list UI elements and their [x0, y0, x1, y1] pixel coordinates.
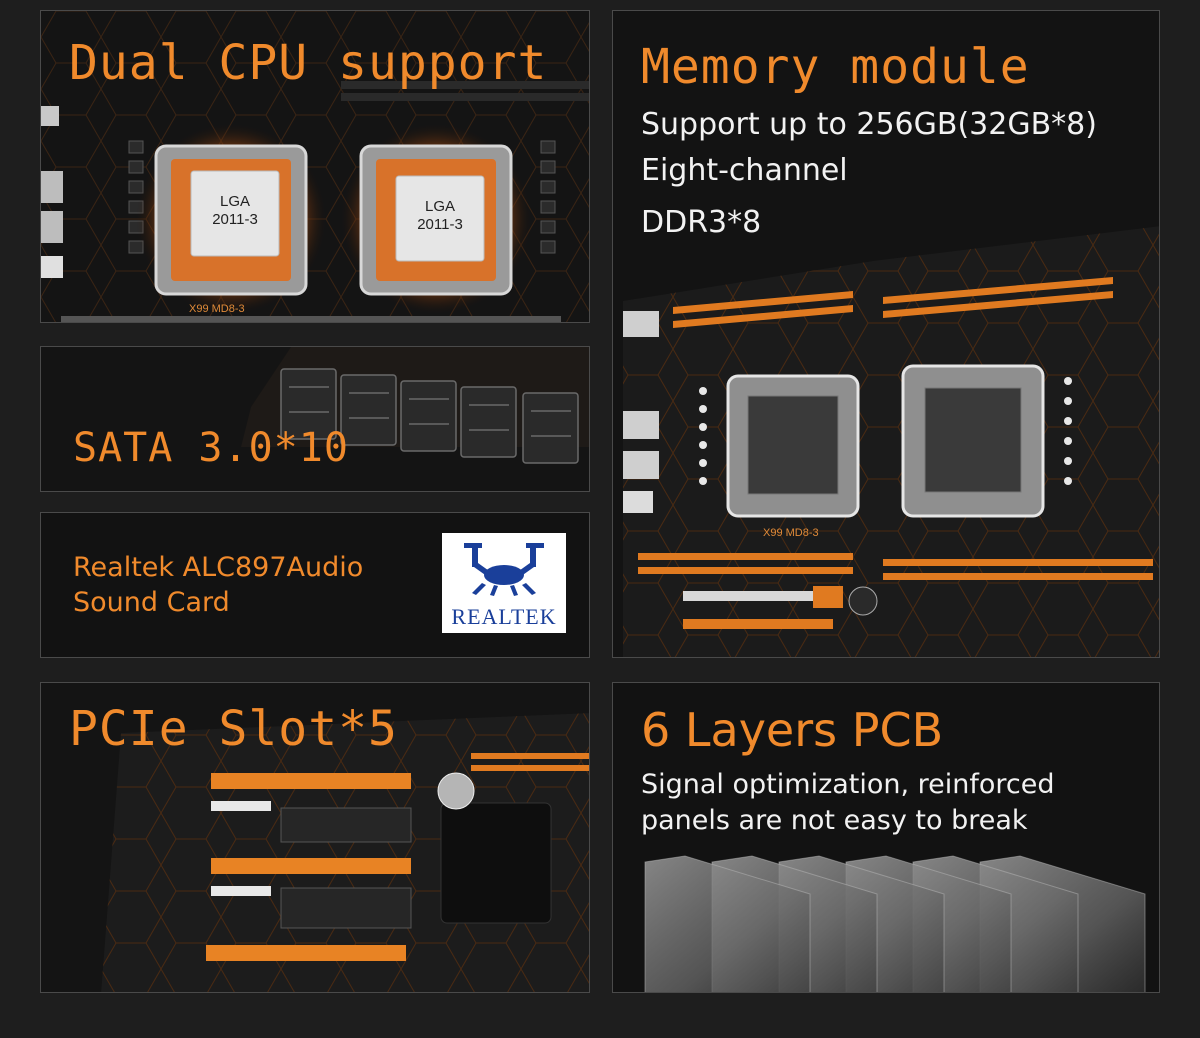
- pcie-board-image: [41, 683, 589, 992]
- audio-text-line-1: Realtek ALC897Audio: [73, 552, 364, 583]
- realtek-logo: REALTEK: [442, 533, 566, 633]
- memory-panel: X99 MD8-3 Memory module Support up to 25…: [612, 10, 1160, 658]
- pcb-panel: 6 Layers PCB Signal optimization, reinfo…: [612, 682, 1160, 993]
- memory-panel-title: Memory module: [641, 39, 1030, 95]
- socket-1-label-line-1: LGA: [220, 193, 250, 210]
- board-model-label: X99 MD8-3: [189, 303, 245, 315]
- cpu-panel-title: Dual CPU support: [69, 35, 548, 91]
- memory-board-image: X99 MD8-3: [613, 11, 1159, 657]
- sata-panel-title: SATA 3.0*10: [73, 425, 349, 471]
- pcie-panel: PCIe Slot*5: [40, 682, 590, 993]
- audio-panel: Realtek ALC897Audio Sound Card REALTEK: [40, 512, 590, 658]
- sata-panel: SATA 3.0*10: [40, 346, 590, 492]
- socket-1-label-line-2: 2011-3: [212, 211, 258, 228]
- memory-board-model-label: X99 MD8-3: [763, 527, 819, 539]
- pcb-layer-sheet: [644, 855, 811, 992]
- memory-capacity-text: Support up to 256GB(32GB*8): [641, 107, 1097, 142]
- cpu-panel: LGA 2011-3 LGA 2011-3 X99 MD8-3 Dual CPU…: [40, 10, 590, 323]
- pcb-layers-illustration: [644, 855, 1146, 992]
- memory-type-text: DDR3*8: [641, 205, 762, 240]
- realtek-logo-text: REALTEK: [451, 604, 556, 629]
- pcie-panel-title: PCIe Slot*5: [69, 701, 398, 757]
- audio-text-line-2: Sound Card: [73, 587, 230, 618]
- cpu-board-image: LGA 2011-3 LGA 2011-3 X99 MD8-3: [41, 11, 589, 322]
- pcb-panel-title: 6 Layers PCB: [641, 703, 944, 757]
- pcb-text-line-1: Signal optimization, reinforced: [641, 769, 1055, 800]
- socket-2-label-line-1: LGA: [425, 198, 455, 215]
- pcb-text-line-2: panels are not easy to break: [641, 805, 1028, 836]
- socket-2-label-line-2: 2011-3: [417, 216, 463, 233]
- memory-channel-text: Eight-channel: [641, 153, 848, 188]
- sata-ports-image: [41, 347, 589, 491]
